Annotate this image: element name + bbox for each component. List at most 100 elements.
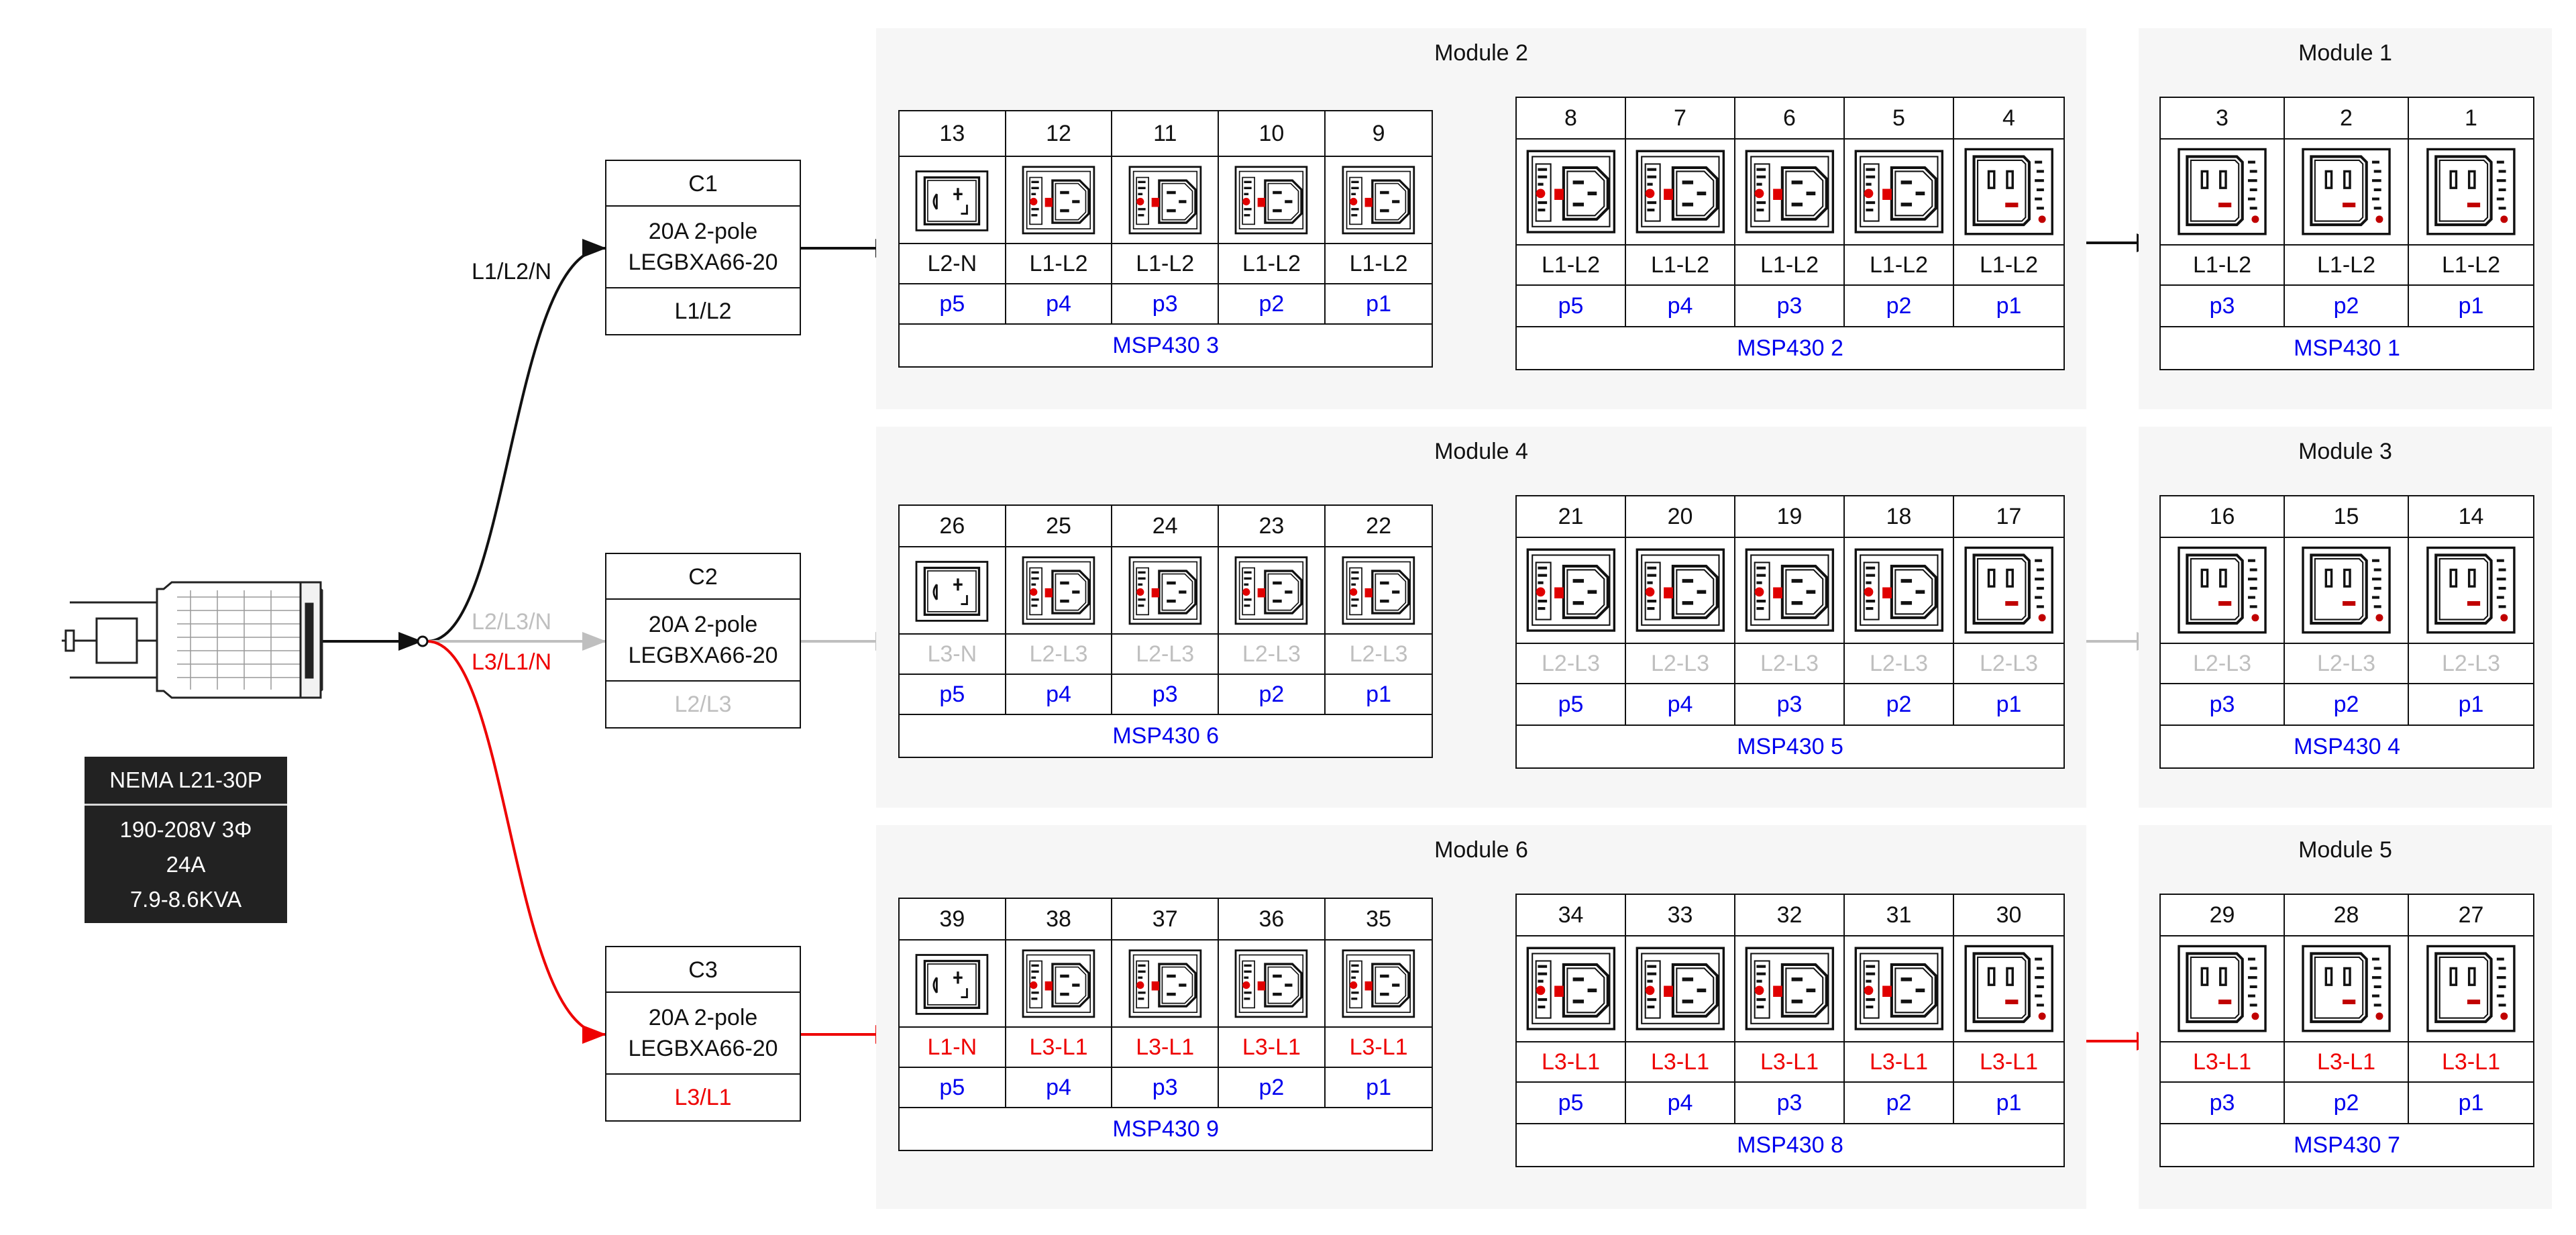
outlet-port: p4	[1006, 1068, 1113, 1108]
c13-outlet-icon	[1745, 548, 1834, 633]
outlet-nema	[900, 941, 1006, 1028]
outlet-number: 32	[1735, 895, 1845, 936]
outlet-number: 12	[1006, 111, 1113, 157]
outlet-number: 10	[1219, 111, 1326, 157]
breaker-part: LEGBXA66-20	[628, 643, 778, 668]
outlet-port: p3	[2161, 1083, 2285, 1124]
unit-name: MSP430 2	[1737, 335, 1843, 361]
outlet-number: 31	[1845, 895, 1954, 936]
outlet-c19	[2285, 140, 2409, 246]
outlet-phase: L1-L2	[1112, 244, 1220, 284]
outlet-number: 33	[1626, 895, 1735, 936]
outlet-phase: L1-L2	[1517, 246, 1626, 286]
outlet-number: 8	[1517, 98, 1626, 140]
c19-outlet-icon	[2426, 945, 2516, 1032]
c13-outlet-icon	[1635, 947, 1725, 1031]
c13-outlet-icon	[1235, 166, 1308, 234]
outlet-phase: L1-L2	[1626, 246, 1735, 286]
c13-outlet-icon	[1128, 556, 1202, 625]
c13-outlet-icon	[1342, 166, 1415, 234]
unit-name: MSP430 4	[2294, 733, 2400, 759]
outlet-port: p1	[1954, 286, 2063, 327]
outlet-number: 15	[2285, 496, 2409, 538]
outlet-phase: L2-L3	[1112, 635, 1220, 675]
outlet-phase: L3-L1	[1325, 1028, 1432, 1068]
breaker-phase: L1/L2	[674, 299, 732, 324]
c13-outlet-icon	[1854, 947, 1943, 1031]
outlet-number: 3	[2161, 98, 2285, 140]
breaker-phase: L3/L1	[674, 1085, 732, 1110]
outlet-port: p3	[1112, 675, 1220, 715]
outlet-port: p1	[2409, 1083, 2533, 1124]
feed-label-c1: L1/L2/N	[472, 259, 552, 284]
outlet-phase: L2-L3	[1626, 644, 1735, 684]
outlet-c13	[1219, 157, 1326, 244]
outlet-phase: L2-N	[900, 244, 1006, 284]
outlet-port: p4	[1006, 675, 1113, 715]
module-title: Module 2	[1434, 40, 1528, 66]
outlet-phase: L1-L2	[2285, 246, 2409, 286]
c13-outlet-icon	[1342, 949, 1415, 1018]
outlet-phase: L1-L2	[1845, 246, 1954, 286]
breaker-description: 20A 2-pole LEGBXA66-20	[606, 993, 800, 1075]
outlet-number: 16	[2161, 496, 2285, 538]
inlet-current: 24A	[166, 852, 206, 877]
c19-outlet-icon	[2178, 547, 2267, 634]
outlet-port: p2	[1845, 1083, 1954, 1124]
outlet-number: 18	[1845, 496, 1954, 538]
outlet-c13	[1325, 157, 1432, 244]
module-title: Module 3	[2298, 439, 2392, 464]
outlet-phase: L1-L2	[1219, 244, 1326, 284]
outlet-number: 30	[1954, 895, 2063, 936]
breaker-rating: 20A 2-pole	[648, 612, 758, 637]
outlet-phase: L1-L2	[1735, 246, 1845, 286]
outlet-port: p4	[1006, 284, 1113, 325]
outlet-port: p2	[1219, 675, 1326, 715]
breaker-rating: 20A 2-pole	[648, 1005, 758, 1030]
outlet-phase: L3-L1	[2161, 1042, 2285, 1083]
inlet-power: 7.9-8.6KVA	[129, 887, 242, 912]
outlet-c13	[1325, 547, 1432, 635]
breaker-c2: C2 20A 2-pole LEGBXA66-20 L2/L3	[605, 553, 801, 729]
outlet-number: 24	[1112, 506, 1220, 547]
outlet-number: 21	[1517, 496, 1626, 538]
outlet-number: 14	[2409, 496, 2533, 538]
outlet-phase: L2-L3	[2285, 644, 2409, 684]
outlet-c13	[1626, 936, 1735, 1042]
c13-outlet-icon	[1128, 166, 1202, 234]
outlet-phase: L1-L2	[2161, 246, 2285, 286]
outlet-number: 22	[1325, 506, 1432, 547]
outlet-c19	[2285, 936, 2409, 1042]
outlet-number: 13	[900, 111, 1006, 157]
outlet-number: 2	[2285, 98, 2409, 140]
outlet-port: p2	[1219, 1068, 1326, 1108]
outlet-port: p5	[900, 675, 1006, 715]
outlet-c13	[1112, 547, 1220, 635]
outlet-port: p3	[1735, 1083, 1845, 1124]
outlet-port: p1	[2409, 684, 2533, 726]
outlet-number: 19	[1735, 496, 1845, 538]
outlet-port: p4	[1626, 684, 1735, 726]
c13-outlet-icon	[1526, 548, 1615, 633]
c19-outlet-icon	[2426, 547, 2516, 634]
c13-outlet-icon	[1526, 150, 1615, 234]
outlet-port: p5	[1517, 286, 1626, 327]
breaker-description: 20A 2-pole LEGBXA66-20	[606, 207, 800, 288]
c13-outlet-icon	[1635, 548, 1725, 633]
nema-outlet-icon	[916, 560, 989, 622]
outlet-phase: L2-L3	[1006, 635, 1113, 675]
outlet-port: p1	[1325, 284, 1432, 325]
outlet-phase: L3-L1	[1626, 1042, 1735, 1083]
outlet-phase: L1-L2	[1954, 246, 2063, 286]
outlet-port: p2	[2285, 684, 2409, 726]
outlet-c13	[1517, 936, 1626, 1042]
nema-outlet-icon	[916, 170, 989, 231]
outlet-port: p3	[1735, 286, 1845, 327]
outlet-phase: L1-L2	[1325, 244, 1432, 284]
unit-name: MSP430 9	[1112, 1116, 1220, 1142]
outlet-phase: L3-L1	[1112, 1028, 1220, 1068]
outlet-number: 39	[900, 899, 1006, 941]
